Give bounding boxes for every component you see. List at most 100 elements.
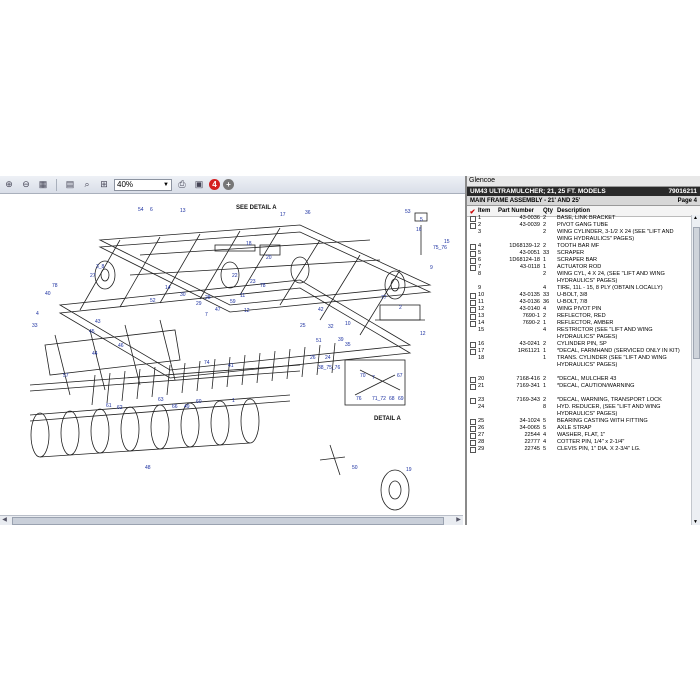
callout[interactable]: 63	[158, 397, 164, 403]
row-checkbox[interactable]	[469, 265, 476, 271]
callout[interactable]: 23	[250, 279, 256, 285]
callout[interactable]: 44	[92, 351, 98, 357]
row-checkbox[interactable]	[469, 307, 476, 313]
callout[interactable]: 14	[165, 285, 171, 291]
callout[interactable]: 5	[420, 217, 423, 223]
callout[interactable]: 19	[406, 467, 412, 473]
horizontal-scroll-thumb[interactable]	[12, 517, 444, 525]
callout[interactable]: 68	[389, 396, 395, 402]
zoom-out-icon[interactable]: ⊖	[22, 179, 30, 189]
callout[interactable]: 60	[196, 399, 202, 405]
scroll-right-icon[interactable]: ▶	[456, 517, 461, 523]
scroll-left-icon[interactable]: ◀	[2, 517, 7, 523]
callout[interactable]: 12	[420, 331, 426, 337]
callout[interactable]: 52	[150, 298, 156, 304]
callout[interactable]: 13	[180, 208, 186, 214]
row-checkbox[interactable]	[469, 293, 476, 299]
row-checkbox[interactable]	[469, 223, 476, 229]
row-checkbox[interactable]	[469, 433, 476, 439]
zoom-tool-icon[interactable]: ⌕	[84, 179, 90, 189]
callout[interactable]: 28	[205, 295, 211, 301]
row-checkbox[interactable]	[469, 440, 476, 446]
row-checkbox[interactable]	[469, 398, 476, 404]
callout[interactable]: 62	[117, 405, 123, 411]
callout[interactable]: 17	[280, 212, 286, 218]
callout[interactable]: 25	[300, 323, 306, 329]
callout[interactable]: 48	[145, 465, 151, 471]
callout[interactable]: 66	[172, 404, 178, 410]
callout[interactable]: 10	[345, 321, 351, 327]
row-checkbox[interactable]	[469, 349, 476, 355]
callout[interactable]: 69	[398, 396, 404, 402]
callout[interactable]: 26	[310, 355, 316, 361]
callout[interactable]: 32	[328, 324, 334, 330]
table-row[interactable]	[467, 369, 691, 376]
callout[interactable]: 1	[232, 398, 235, 404]
callout[interactable]: 3_8	[96, 264, 105, 270]
row-checkbox[interactable]	[469, 251, 476, 257]
callout[interactable]: 24	[325, 355, 331, 361]
callout[interactable]: 30	[180, 292, 186, 298]
col-item[interactable]: Item	[478, 208, 491, 214]
callout[interactable]: 16	[416, 227, 422, 233]
callout[interactable]: 59	[230, 299, 236, 305]
callout[interactable]: 27	[90, 273, 96, 279]
callout[interactable]: 51	[316, 338, 322, 344]
row-checkbox[interactable]	[469, 216, 476, 222]
vertical-scrollbar[interactable]: ▲ ▼	[691, 215, 700, 525]
callout[interactable]: 46	[118, 343, 124, 349]
table-row[interactable]	[467, 390, 691, 397]
callout[interactable]: 75_76	[433, 245, 447, 251]
callout[interactable]: 33	[32, 323, 38, 329]
col-part-number[interactable]: Part Number	[498, 208, 535, 214]
row-checkbox[interactable]	[469, 384, 476, 390]
callout[interactable]: 78	[52, 283, 58, 289]
callout[interactable]: 43	[95, 319, 101, 325]
callout[interactable]: 40	[45, 291, 51, 297]
callout[interactable]: 6	[150, 207, 153, 213]
callout[interactable]: 78	[260, 283, 266, 289]
callout[interactable]: 47	[215, 307, 221, 313]
callout[interactable]: 29	[196, 301, 202, 307]
row-checkbox[interactable]	[469, 258, 476, 264]
row-checkbox[interactable]	[469, 377, 476, 383]
callout[interactable]: 20	[266, 255, 272, 261]
callout[interactable]: 39	[338, 337, 344, 343]
scroll-up-icon[interactable]: ▲	[693, 215, 698, 221]
row-checkbox[interactable]	[469, 419, 476, 425]
callout[interactable]: 7	[205, 312, 208, 318]
callout[interactable]: 7	[372, 375, 375, 381]
callout[interactable]: 54	[138, 207, 144, 213]
callout[interactable]: 9	[430, 265, 433, 271]
callout[interactable]: 57	[63, 373, 69, 379]
callout[interactable]: 36	[305, 210, 311, 216]
col-qty[interactable]: Qty	[543, 208, 554, 214]
marquee-zoom-icon[interactable]: ⊞	[100, 179, 108, 189]
zoom-in-icon[interactable]: ⊕	[5, 179, 13, 189]
row-checkbox[interactable]	[469, 321, 476, 327]
callout[interactable]: 12	[244, 308, 250, 314]
callout[interactable]: 50	[352, 465, 358, 471]
vertical-scroll-thumb[interactable]	[693, 227, 700, 359]
row-checkbox[interactable]	[469, 447, 476, 453]
